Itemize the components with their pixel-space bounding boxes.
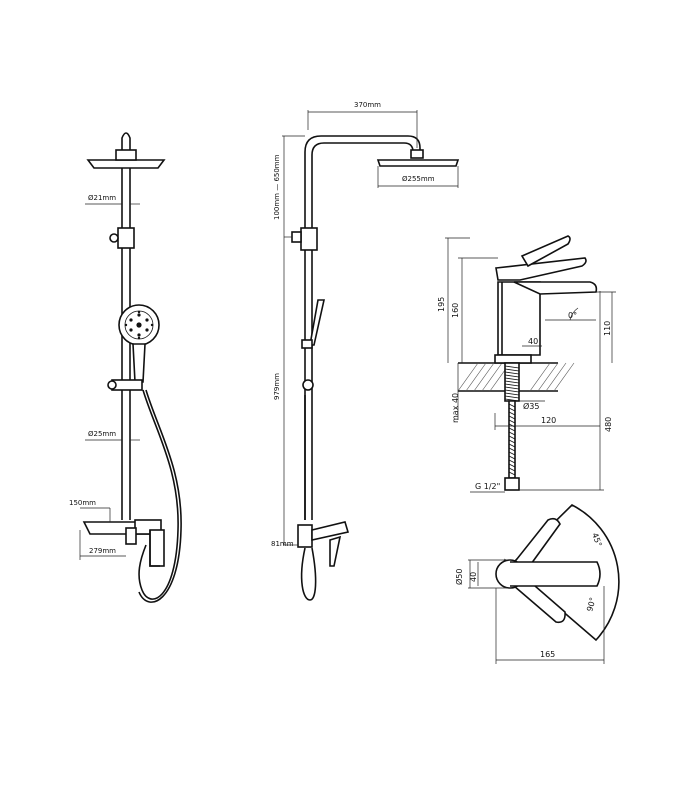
base-size-label: 40 — [528, 337, 538, 346]
drawing-line — [508, 415, 516, 420]
drawing-line — [508, 463, 516, 468]
rod-bottom-diameter-label: Ø25mm — [88, 430, 116, 438]
hose-length-label: 480 — [604, 417, 613, 432]
drawing-line — [545, 362, 567, 392]
drawing-line — [508, 467, 516, 472]
drawing-line — [508, 471, 516, 476]
drawing-line — [508, 403, 516, 408]
drawing-line — [508, 451, 516, 456]
drawing-line — [504, 377, 520, 381]
drawing-line — [504, 389, 520, 393]
max-thickness-label: max 40 — [451, 393, 460, 423]
drawing-line — [465, 362, 487, 392]
outlet-height-label: 110 — [603, 321, 612, 336]
drawing-line — [508, 427, 516, 432]
head-diameter-label: Ø255mm — [402, 175, 435, 183]
threaded-shank — [504, 362, 520, 402]
faucet-top-view: Ø50 40 45° 90° 165 — [454, 504, 620, 664]
top-width-label: 40 — [469, 572, 478, 582]
mixer-width-label: 279mm — [89, 547, 116, 555]
drawing-line — [508, 447, 516, 452]
drawing-line — [504, 374, 520, 378]
top-length-label: 165 — [540, 650, 555, 659]
drawing-line — [504, 380, 520, 384]
drawing-line — [504, 365, 520, 369]
rod-height-label: 979mm — [273, 373, 281, 400]
faucet-side-section: 195 160 110 0° 40 max 40 Ø35 120 480 G 1… — [437, 235, 616, 493]
connection-label: G 1/2" — [475, 482, 500, 491]
reach-label: 120 — [541, 416, 556, 425]
total-height-label: 195 — [437, 297, 446, 312]
drawing-line — [553, 362, 575, 392]
side-view-shower-set: 370mm Ø255mm 100mm — 650mm 979mm 81mm — [271, 101, 460, 601]
hand-shower-nozzles — [124, 310, 154, 340]
drawing-line — [508, 435, 516, 440]
mixer-depth-label: 150mm — [69, 499, 96, 507]
drawing-line — [508, 439, 516, 444]
drawing-line — [457, 362, 479, 392]
drawing-line — [504, 392, 520, 396]
drawing-line — [473, 362, 495, 392]
spout-height-label: 160 — [451, 303, 460, 318]
drawing-line — [504, 383, 520, 387]
outlet-offset-label: 81mm — [271, 540, 294, 548]
drawing-line — [508, 459, 516, 464]
angle-label: 0° — [568, 311, 577, 320]
drawing-line — [508, 423, 516, 428]
shank-diameter-label: Ø35 — [523, 401, 539, 411]
drawing-line — [504, 368, 520, 372]
drawing-line — [508, 419, 516, 424]
drawing-line — [504, 371, 520, 375]
drawing-line — [504, 395, 520, 399]
drawing-line — [508, 431, 516, 436]
drawing-line — [504, 386, 520, 390]
top-diameter-label: Ø50 — [454, 569, 464, 585]
drawing-line — [508, 411, 516, 416]
drawing-line — [508, 443, 516, 448]
adjust-range-label: 100mm — 650mm — [273, 154, 281, 220]
rotation-lower-label: 90° — [585, 596, 597, 612]
drawing-line — [508, 455, 516, 460]
rod-top-diameter-label: Ø21mm — [88, 194, 116, 202]
drawing-line — [481, 362, 503, 392]
drawing-line — [529, 362, 551, 392]
arm-length-label: 370mm — [354, 101, 381, 109]
rotation-upper-label: 45° — [590, 532, 603, 548]
drawing-line — [508, 407, 516, 412]
drawing-line — [537, 362, 559, 392]
front-view-shower-set: Ø21mm Ø25mm 150 — [69, 132, 182, 603]
